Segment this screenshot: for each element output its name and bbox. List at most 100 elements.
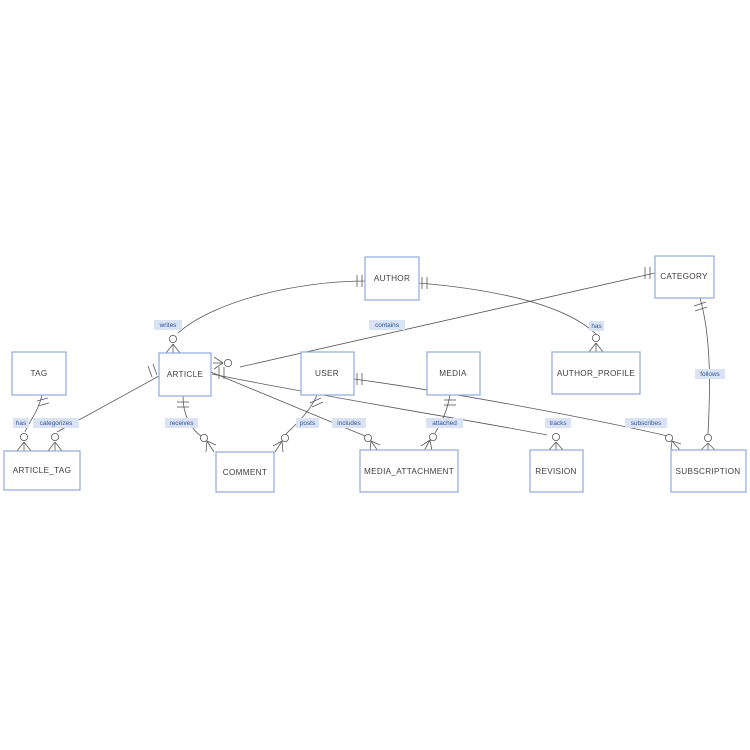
rel-label-text-attached: attached — [432, 420, 457, 427]
rel-label-subscribes: subscribes — [625, 418, 667, 428]
rel-label-bg-contains — [369, 320, 405, 330]
marker-tag-bottom-one — [36, 397, 50, 407]
marker-article-left-one — [147, 363, 158, 378]
entity-tag[interactable]: TAG — [11, 351, 67, 396]
marker-subscription-left-many — [665, 433, 682, 451]
rel-label-bg-attached — [426, 418, 463, 428]
marker-subscription-right-many — [700, 433, 716, 451]
marker-media-attachment-left-many — [363, 433, 381, 452]
rel-label-bg-writes — [154, 320, 182, 330]
entity-media[interactable]: MEDIA — [426, 351, 481, 396]
entity-label-revision: REVISION — [535, 467, 577, 476]
rel-label-text-includes: includes — [337, 420, 360, 427]
entities-group: TAG ARTICLE USER MEDIA AUTHOR CATEGORY — [3, 255, 747, 493]
rel-label-text-writes: writes — [159, 322, 177, 329]
marker-revision-top-many — [548, 432, 564, 451]
entity-box-revision[interactable] — [529, 449, 584, 493]
entity-article-tag[interactable]: ARTICLE_TAG — [3, 450, 81, 491]
marker-author-profile-top-many — [588, 333, 604, 353]
rel-label-text-follows: follows — [700, 371, 720, 378]
rel-label-follows: follows — [695, 369, 725, 379]
marker-comment-left-many — [199, 433, 217, 453]
marker-article-tag-left-many — [16, 432, 32, 452]
entity-box-category[interactable] — [654, 255, 715, 299]
marker-user-right-one — [356, 373, 363, 385]
marker-author-left-one — [356, 275, 363, 287]
rel-label-tracks: tracks — [545, 418, 571, 428]
rel-label-text-contains: contains — [375, 322, 399, 329]
entity-subscription[interactable]: SUBSCRIPTION — [670, 449, 747, 493]
rel-label-receives: receives — [165, 418, 198, 428]
entity-box-user[interactable] — [300, 351, 355, 396]
entity-label-author: AUTHOR — [374, 274, 410, 283]
entity-comment[interactable]: COMMENT — [215, 451, 275, 493]
rel-label-text-tracks: tracks — [549, 420, 566, 427]
entity-category[interactable]: CATEGORY — [654, 255, 715, 299]
rel-label-text-posts: posts — [300, 420, 315, 427]
rel-label-bg-tracks — [545, 418, 571, 428]
rel-label-bg-includes — [332, 418, 366, 428]
entity-label-subscription: SUBSCRIPTION — [675, 467, 740, 476]
marker-media-attachment-right-many — [420, 432, 437, 452]
rel-label-includes: includes — [332, 418, 366, 428]
rel-line-has-profile — [418, 282, 597, 335]
entity-label-author-profile: AUTHOR_PROFILE — [557, 369, 636, 378]
marker-author-right-one — [421, 277, 428, 289]
entity-box-article[interactable] — [158, 352, 212, 397]
entity-article[interactable]: ARTICLE — [158, 352, 212, 397]
rel-label-categorizes: categorizes — [33, 418, 79, 428]
rel-label-attached: attached — [426, 418, 463, 428]
entity-revision[interactable]: REVISION — [529, 449, 584, 493]
rel-line-tracks — [211, 373, 548, 436]
rel-label-text-receives: receives — [170, 420, 194, 427]
rel-label-posts: posts — [296, 418, 319, 428]
entity-label-article-tag: ARTICLE_TAG — [13, 466, 72, 475]
rel-label-bg-posts — [296, 418, 319, 428]
entity-label-article: ARTICLE — [167, 370, 204, 379]
marker-comment-right-many — [272, 433, 289, 453]
entity-box-subscription[interactable] — [670, 449, 747, 493]
rel-label-writes: writes — [154, 320, 182, 330]
entity-label-user: USER — [315, 369, 339, 378]
marker-user-bottom-one — [309, 397, 324, 408]
rel-line-writes — [177, 280, 366, 334]
rel-line-posts — [284, 394, 318, 436]
connector-markers-group — [16, 267, 716, 453]
entity-media-attachment[interactable]: MEDIA_ATTACHMENT — [359, 449, 459, 493]
rel-label-has-tag: has — [13, 418, 29, 428]
rel-label-contains: contains — [369, 320, 405, 330]
marker-article-right-contains — [213, 356, 232, 370]
entity-box-media-attachment[interactable] — [359, 449, 459, 493]
marker-article-bottom-one — [177, 401, 189, 408]
entity-label-comment: COMMENT — [223, 468, 267, 477]
relationship-lines-group — [24, 272, 710, 438]
entity-label-tag: TAG — [30, 369, 47, 378]
rel-line-subscribes — [353, 378, 673, 438]
entity-box-tag[interactable] — [11, 351, 67, 396]
rel-label-bg-follows — [695, 369, 725, 379]
entity-box-media[interactable] — [426, 351, 481, 396]
entity-user[interactable]: USER — [300, 351, 355, 396]
entity-box-comment[interactable] — [215, 451, 275, 493]
entity-label-media: MEDIA — [439, 369, 467, 378]
rel-label-text-has-tag: has — [16, 420, 26, 427]
rel-label-bg-has-tag — [13, 418, 29, 428]
entity-author[interactable]: AUTHOR — [364, 256, 420, 301]
entity-author-profile[interactable]: AUTHOR_PROFILE — [551, 351, 641, 395]
entity-box-article-tag[interactable] — [3, 450, 81, 491]
rel-line-has-tag — [24, 394, 43, 433]
marker-article-top-writes — [165, 334, 181, 354]
entity-label-media-attachment: MEDIA_ATTACHMENT — [364, 467, 454, 476]
marker-article-tag-right-many — [47, 432, 63, 452]
entity-label-category: CATEGORY — [660, 272, 708, 281]
entity-box-author-profile[interactable] — [551, 351, 641, 395]
rel-label-text-has-profile: has — [591, 323, 601, 330]
entity-box-author[interactable] — [364, 256, 420, 301]
rel-line-follows — [699, 297, 710, 435]
marker-category-left-one — [644, 267, 651, 279]
relationship-labels-group: writes contains has has categorizes rece… — [13, 320, 725, 428]
rel-label-bg-has-profile — [589, 321, 604, 331]
rel-label-text-categorizes: categorizes — [40, 420, 73, 427]
rel-label-has-profile: has — [589, 321, 604, 331]
